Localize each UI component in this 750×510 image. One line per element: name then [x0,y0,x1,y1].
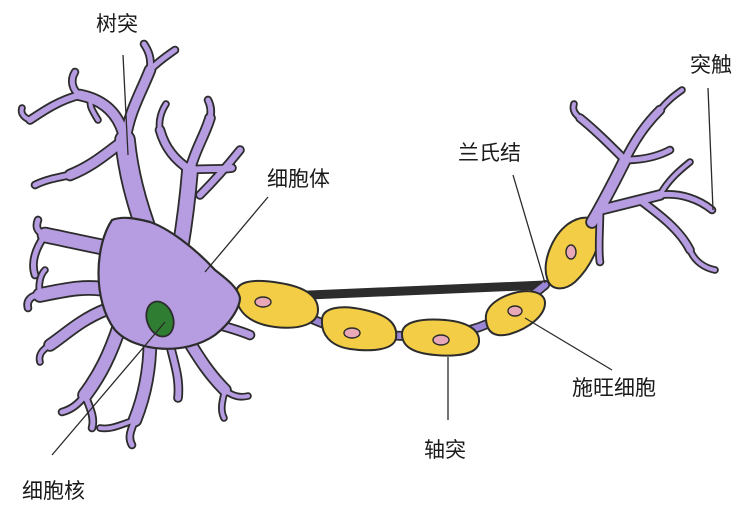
axon-terminal [569,86,719,274]
label-cell-body: 细胞体 [267,167,330,191]
branch [88,94,100,122]
nucleus [145,300,175,338]
branch [657,191,715,213]
myelin-sheath [234,216,602,357]
label-schwann-cell: 施旺细胞 [572,376,656,400]
branch [571,102,582,120]
branch [577,115,628,163]
branch [205,97,214,121]
schwann-cell [400,318,481,357]
branch [79,319,126,401]
schwann-cell [234,279,320,329]
branch [596,191,664,214]
cell-body [97,216,242,350]
branch [147,47,178,73]
branch [37,343,52,364]
branch [157,102,168,132]
branch [587,155,630,227]
branch [129,334,156,426]
branch [186,114,214,174]
branch [658,88,684,112]
branch [197,147,243,198]
schwann-cell [484,290,547,337]
branch [219,388,227,420]
branch [127,417,138,448]
branch [98,418,137,431]
label-synapse: 突触 [690,53,732,77]
label-node-of-ranvier: 兰氏结 [458,141,521,165]
branch [223,388,250,399]
branch [621,106,664,164]
label-dendrite: 树突 [96,12,138,36]
branch [59,392,88,415]
branch [19,106,32,122]
branch [37,268,47,297]
branch [596,207,603,265]
branch [45,305,110,350]
branch [688,248,717,272]
branch [32,172,73,188]
branch [27,92,83,123]
label-nucleus: 细胞核 [22,479,85,503]
branch [156,126,194,174]
branch [82,392,96,431]
branch [30,232,48,278]
label-axon: 轴突 [424,438,466,462]
leader-lines [51,54,714,456]
branch [65,135,130,180]
branch [658,160,692,197]
branch [622,147,673,163]
branch [637,197,693,253]
schwann-cell [320,306,398,352]
